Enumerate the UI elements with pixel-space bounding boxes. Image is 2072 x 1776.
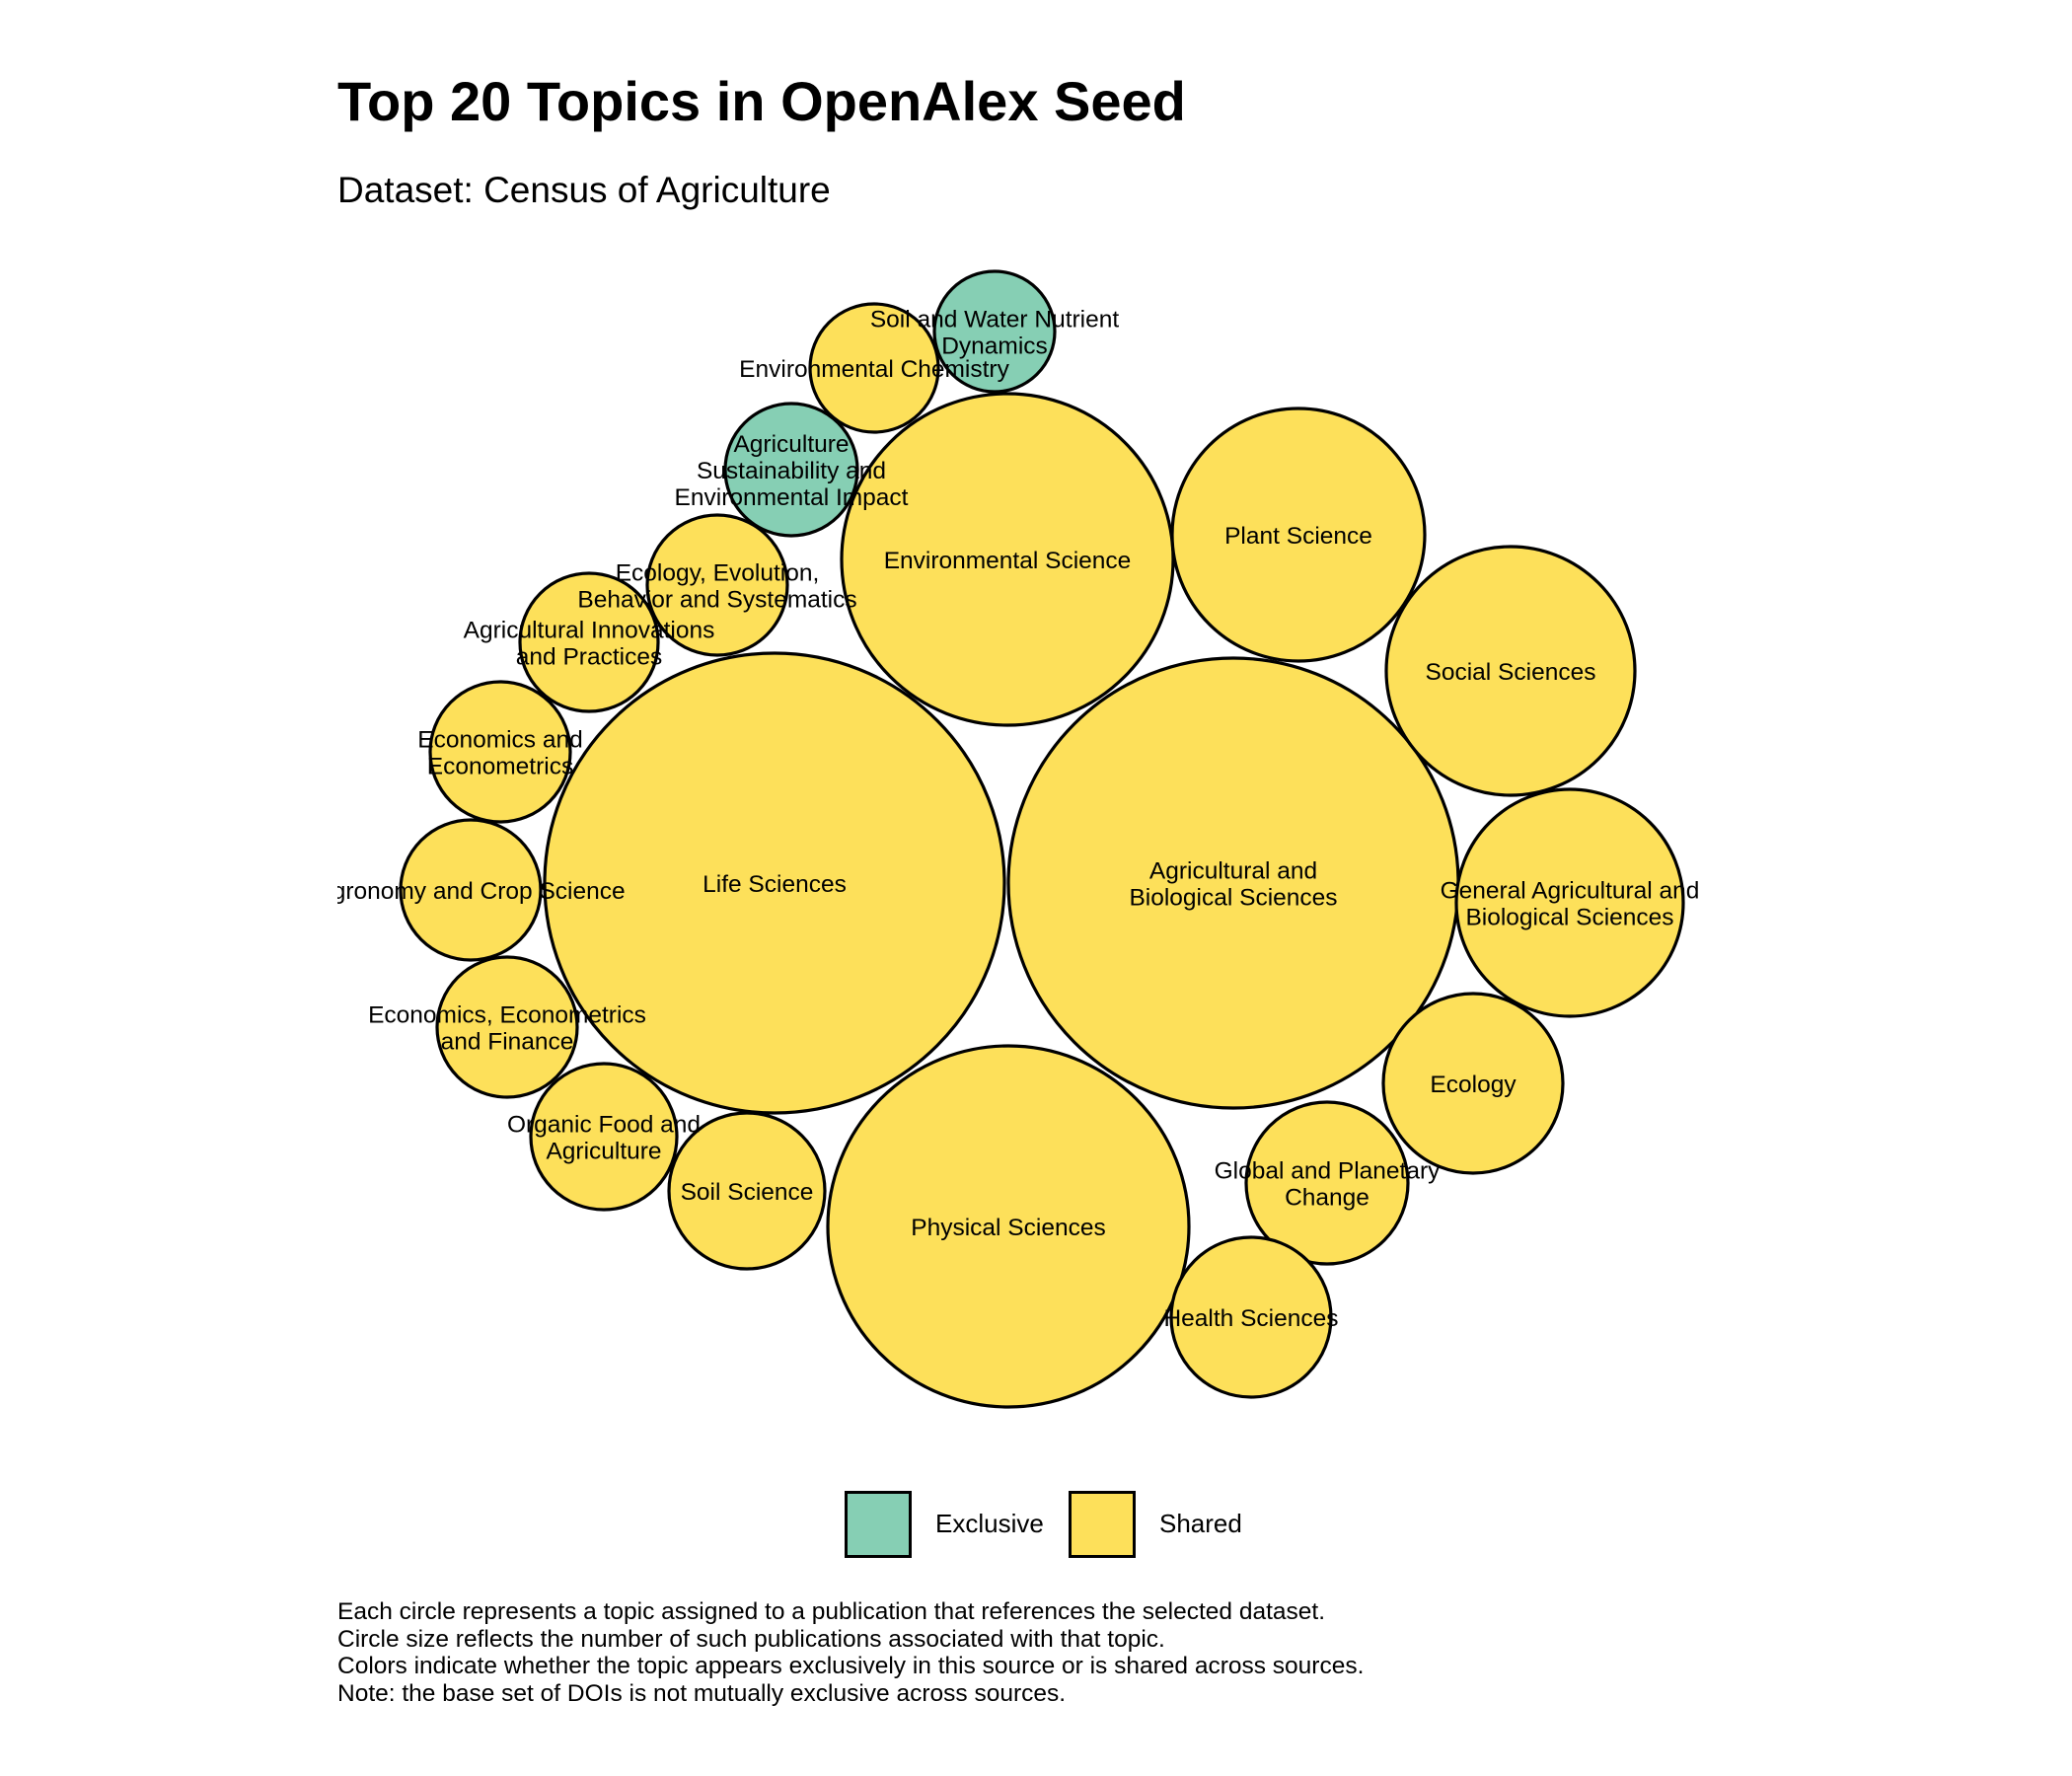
bubble-health-sciences [1169,1235,1333,1399]
bubble-label-ecology-evolution-behavior-and-systematics: Ecology, Evolution,Behavior and Systemat… [577,560,856,614]
legend-item-shared: Shared [1069,1489,1242,1559]
bubble-economics-and-econometrics [428,680,572,824]
bubble-environmental-chemistry [808,302,940,434]
legend-swatch-exclusive [845,1490,912,1558]
caption-line: Note: the base set of DOIs is not mutual… [337,1679,1067,1707]
bubble-agriculture-sustainability-and-environmental-impact [723,402,859,538]
bubble-label-social-sciences: Social Sciences [1426,659,1596,686]
caption-line: Circle size reflects the number of such … [337,1625,1165,1653]
caption: Each circle represents a topic assigned … [337,1598,2015,1707]
bubble-plant-science [1170,407,1427,663]
bubble-ecology [1381,992,1565,1175]
bubble-label-soil-science: Soil Science [681,1179,814,1206]
legend-swatch-shared [1069,1490,1136,1558]
bubble-ecology-evolution-behavior-and-systematics [645,513,789,657]
legend-label-shared: Shared [1159,1509,1242,1538]
bubble-general-agricultural-and-biological-sciences [1454,787,1685,1018]
caption-line: Colors indicate whether the topic appear… [337,1653,1365,1679]
bubble-agricultural-innovations-and-practices [518,571,660,713]
bubble-label-health-sciences: Health Sciences [1163,1305,1338,1332]
legend-item-exclusive: Exclusive [845,1489,1044,1559]
bubble-organic-food-and-agriculture [529,1062,679,1212]
bubble-life-sciences [543,651,1006,1115]
bubble-label-agronomy-and-crop-science: Agronomy and Crop Science [316,878,625,905]
bubble-global-and-planetary-change [1244,1100,1410,1266]
caption-line: Each circle represents a topic assigned … [337,1598,1326,1625]
bubble-label-environmental-chemistry: Environmental Chemistry [739,356,1009,383]
bubble-label-physical-sciences: Physical Sciences [911,1215,1105,1241]
bubble-label-ecology: Ecology [1430,1072,1517,1098]
bubble-label-environmental-science: Environmental Science [884,548,1132,574]
bubble-economics-econometrics-and-finance [435,955,579,1099]
bubble-physical-sciences [826,1044,1191,1409]
bubble-agronomy-and-crop-science [399,818,543,962]
bubble-label-life-sciences: Life Sciences [703,871,847,898]
chart-title: Top 20 Topics in OpenAlex Seed [337,70,1186,132]
legend-label-exclusive: Exclusive [935,1509,1044,1538]
bubble-soil-science [667,1111,827,1271]
chart-subtitle: Dataset: Census of Agriculture [337,170,831,210]
bubble-label-plant-science: Plant Science [1224,523,1372,550]
bubble-social-sciences [1384,545,1637,797]
bubble-soil-and-water-nutrient-dynamics [932,269,1057,394]
